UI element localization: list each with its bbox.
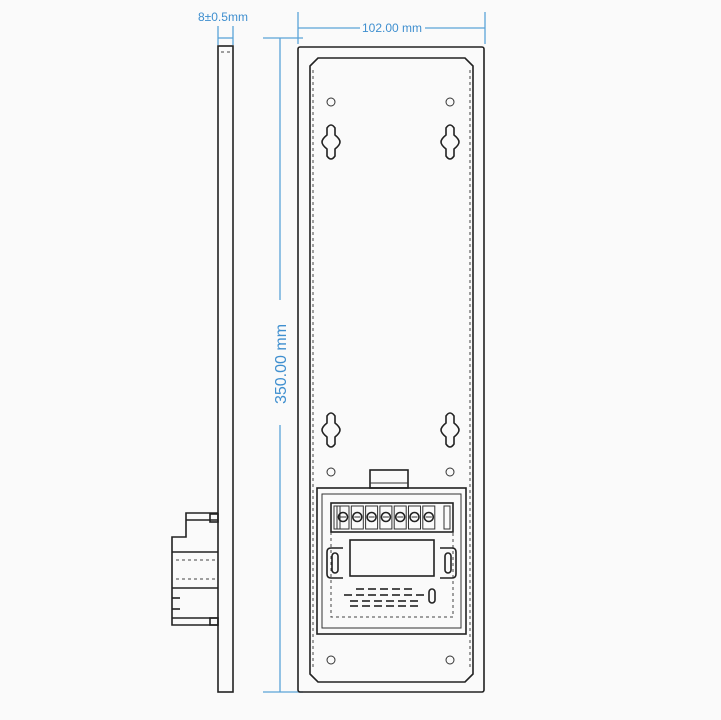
width-dimension: 102.00 mm	[297, 12, 486, 44]
keyhole-slots	[321, 124, 460, 448]
top-tab	[369, 469, 409, 489]
screw-hole-icon	[445, 467, 455, 477]
screw-hole-icon	[445, 97, 455, 107]
screw-hole-icon	[445, 655, 455, 665]
terminal-screw-icon	[380, 511, 392, 523]
label-window	[349, 539, 435, 577]
terminal-screw-icon	[337, 511, 349, 523]
terminal	[408, 505, 421, 530]
terminal	[379, 505, 393, 530]
mounting-holes	[326, 97, 455, 665]
ventilation-slots	[344, 588, 424, 607]
thickness-label: 8±0.5mm	[198, 10, 248, 24]
keyhole-icon	[440, 412, 460, 448]
wiring-module	[316, 487, 467, 635]
terminal	[350, 505, 364, 530]
terminal-block	[330, 502, 454, 533]
keyhole-icon	[321, 124, 341, 160]
height-dimension: 350.00 mm	[263, 37, 303, 693]
terminal	[393, 505, 407, 530]
terminal-screw-icon	[409, 511, 420, 523]
terminal-screw-icon	[366, 511, 377, 523]
terminal-screw-icon	[351, 511, 363, 523]
screw-hole-icon	[326, 467, 336, 477]
screw-hole-icon	[326, 655, 336, 665]
rear-view	[297, 46, 485, 693]
thickness-dimension: 8±0.5mm	[198, 10, 248, 45]
terminal	[422, 505, 436, 530]
indicator-slot	[428, 588, 436, 604]
keyhole-icon	[321, 412, 341, 448]
terminal-screw-icon	[394, 511, 406, 523]
terminal	[365, 505, 379, 530]
width-label: 102.00 mm	[362, 21, 422, 35]
keyhole-icon	[440, 124, 460, 160]
height-label: 350.00 mm	[273, 324, 290, 404]
terminal-screw-icon	[423, 511, 435, 523]
side-view	[171, 45, 234, 693]
screw-hole-icon	[326, 97, 336, 107]
terminal	[336, 505, 350, 530]
